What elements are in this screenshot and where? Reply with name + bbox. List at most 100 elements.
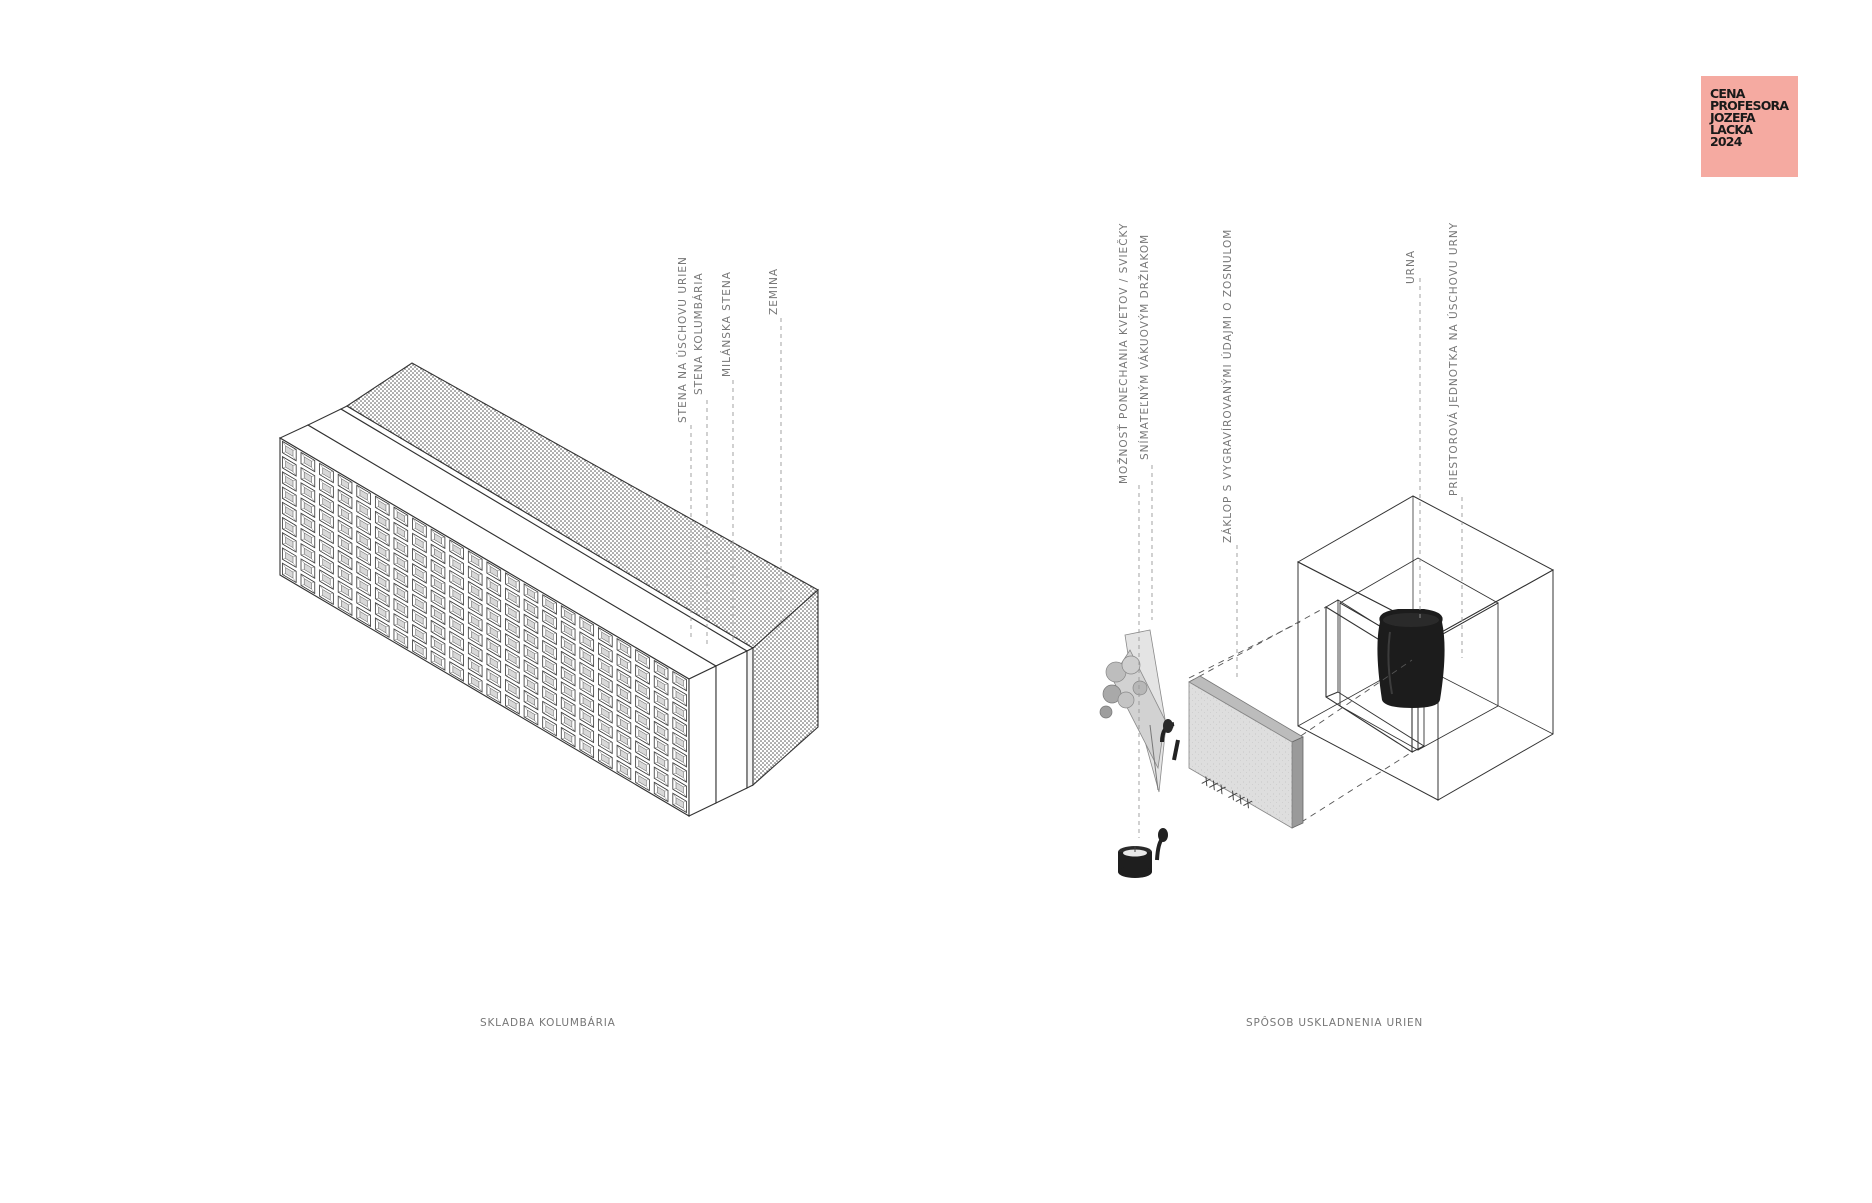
niche-edge <box>449 539 454 545</box>
niche-edge <box>561 661 565 663</box>
niche-edge <box>598 637 602 640</box>
niche-edge <box>348 573 352 575</box>
niche-edge <box>292 525 297 527</box>
niche-edge <box>367 576 371 581</box>
niche-edge <box>635 675 639 677</box>
niche-edge <box>430 605 435 610</box>
niche-edge <box>319 488 323 490</box>
niche-edge <box>635 695 639 700</box>
niche-edge <box>617 740 621 742</box>
niche-edge <box>300 584 305 586</box>
niche-edge <box>422 532 427 538</box>
niche-edge <box>579 672 584 674</box>
niche-edge <box>505 603 509 608</box>
niche-edge <box>282 527 286 529</box>
niche-edge <box>404 575 408 578</box>
niche-edge <box>627 775 631 780</box>
niche-edge <box>598 657 602 663</box>
niche-edge <box>282 466 286 469</box>
niche-edge <box>393 624 398 626</box>
niche-edge <box>375 506 379 508</box>
caption-left: SKLADBA KOLUMBÁRIA <box>480 1017 616 1029</box>
niche-edge <box>348 580 353 586</box>
niche-edge <box>505 598 509 600</box>
niche-edge <box>534 598 539 604</box>
niche-edge <box>561 737 565 739</box>
niche-edge <box>367 545 371 551</box>
niche-edge <box>356 617 360 619</box>
niche-edge <box>282 482 286 484</box>
niche-edge <box>672 701 677 707</box>
niche-edge <box>292 562 297 568</box>
niche-edge <box>571 628 576 630</box>
niche-edge <box>478 641 483 647</box>
niche-edge <box>468 667 472 669</box>
niche-edge <box>356 571 360 573</box>
niche-edge <box>542 635 546 637</box>
niche-edge <box>300 543 305 549</box>
niche-edge <box>292 555 297 557</box>
niche-edge <box>608 733 613 739</box>
niche-edge <box>608 657 613 663</box>
niche-edge <box>292 517 297 522</box>
niche-edge <box>664 797 669 802</box>
niche-edge <box>338 606 342 608</box>
niche-edge <box>468 550 472 556</box>
niche-edge <box>430 528 435 534</box>
niche-edge <box>292 494 297 497</box>
niche-edge <box>542 665 546 668</box>
niche-edge <box>375 617 379 623</box>
niche-edge <box>515 678 520 684</box>
niche-edge <box>672 732 677 737</box>
niche-edge <box>449 596 453 598</box>
niche-edge <box>422 563 427 569</box>
niche-edge <box>356 515 361 521</box>
niche-edge <box>404 515 408 517</box>
niche-edge <box>311 512 315 518</box>
niche-edge <box>523 705 528 711</box>
niche-edge <box>598 734 602 739</box>
niche-edge <box>616 684 621 689</box>
niche-edge <box>516 702 520 704</box>
niche-edge <box>654 670 658 672</box>
niche-edge <box>516 672 520 674</box>
niche-edge <box>523 614 528 619</box>
niche-edge <box>672 716 677 722</box>
niche-edge <box>385 504 390 506</box>
niche-edge <box>330 516 334 519</box>
niche-edge <box>404 598 408 603</box>
niche-edge <box>616 714 621 720</box>
niche-edge <box>348 610 353 616</box>
niche-edge <box>375 582 379 584</box>
niche-edge <box>393 522 398 527</box>
niche-edge <box>404 613 408 618</box>
niche-edge <box>292 540 297 542</box>
niche-edge <box>393 628 398 634</box>
niche-edge <box>282 517 286 523</box>
niche-edge <box>497 630 501 632</box>
niche-edge <box>375 541 379 547</box>
niche-edge <box>654 701 658 703</box>
niche-edge <box>542 640 547 645</box>
niche-edge <box>616 699 621 705</box>
niche-edge <box>590 731 594 733</box>
niche-edge <box>486 622 491 628</box>
niche-edge <box>664 751 669 757</box>
niche-edge <box>608 764 613 769</box>
niche-edge <box>311 582 315 584</box>
niche-edge <box>367 554 371 556</box>
niche-edge <box>385 534 390 536</box>
niche-edge <box>635 720 639 722</box>
niche-edge <box>654 751 658 757</box>
niche-edge <box>385 587 390 592</box>
niche-edge <box>542 696 546 698</box>
badge-line: JOZEFA <box>1710 110 1756 125</box>
niche-edge <box>311 460 315 462</box>
niche-edge <box>579 687 584 690</box>
niche-edge <box>497 607 501 612</box>
label-soil: ZEMINA <box>768 267 780 315</box>
niche-edge <box>292 577 297 583</box>
niche-edge <box>319 504 323 506</box>
niche-edge <box>423 525 427 528</box>
niche-edge <box>404 567 408 573</box>
